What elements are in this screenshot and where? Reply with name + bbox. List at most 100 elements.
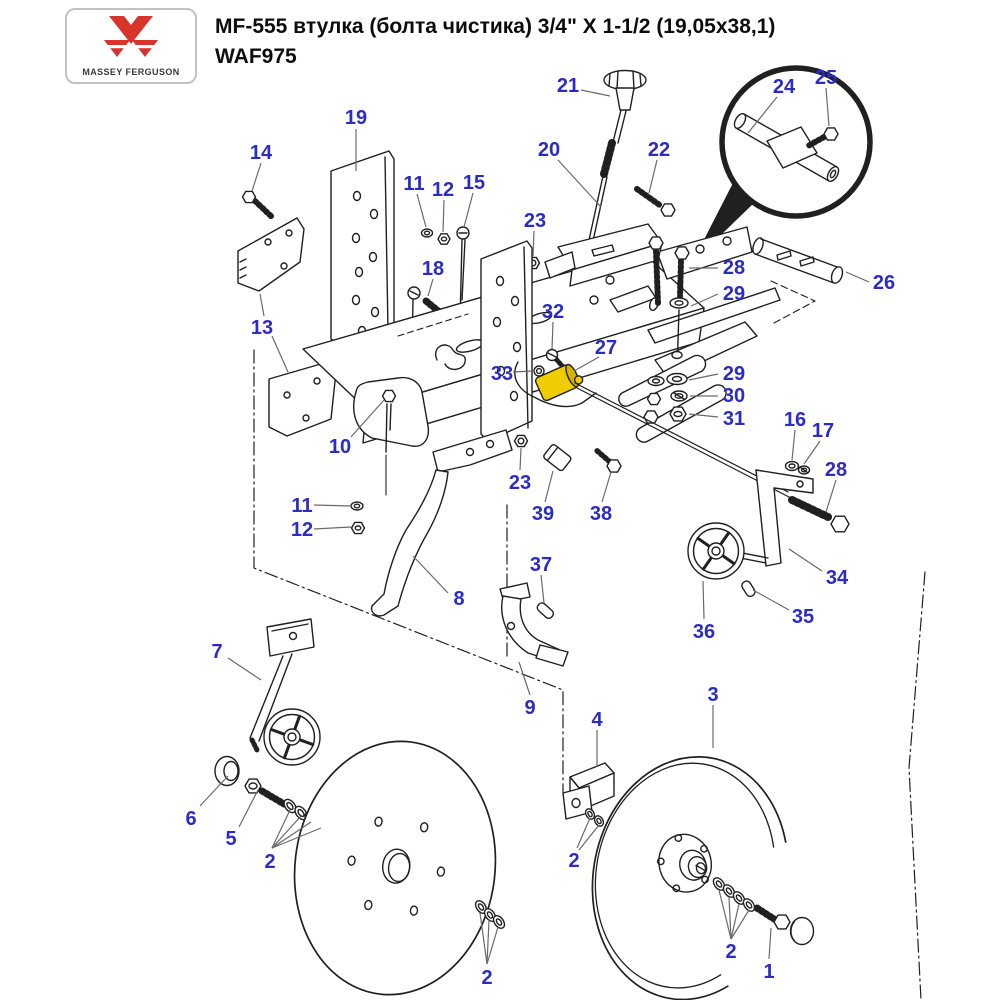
leader-line-5 xyxy=(238,789,259,828)
part-28-bolt-right xyxy=(788,496,850,533)
leader-line-32 xyxy=(551,321,554,350)
callout-6: 6 xyxy=(185,808,196,830)
part-12-nut-upper xyxy=(437,233,451,245)
frame-hook xyxy=(435,344,466,371)
part-24-handle-pin xyxy=(733,113,840,182)
leader-line-36 xyxy=(702,580,705,620)
part-23-nut-lower xyxy=(513,434,529,448)
leader-line-31 xyxy=(688,413,719,418)
callout-1: 1 xyxy=(763,961,774,983)
title-line-2: WAF975 xyxy=(215,45,297,68)
leader-line-14 xyxy=(251,162,262,192)
center-plate xyxy=(480,240,533,442)
leader-line-2 xyxy=(728,896,732,940)
leader-line-9 xyxy=(518,661,531,696)
leader-line-2 xyxy=(578,824,600,851)
callout-11: 11 xyxy=(403,173,424,195)
leader-line-2 xyxy=(576,817,591,849)
part-1-bolt-and-cap xyxy=(753,904,815,946)
callout-21: 21 xyxy=(557,75,579,97)
title-line-1: MF-555 втулка (болта чистика) 3/4" X 1-1… xyxy=(215,15,776,38)
leader-line-2 xyxy=(486,926,499,965)
leader-line-24 xyxy=(747,96,778,134)
part-6-cap xyxy=(214,755,240,787)
leader-line-2 xyxy=(271,809,291,849)
part-29-washer-top xyxy=(669,297,689,309)
callout-27: 27 xyxy=(595,337,617,359)
callout-38: 38 xyxy=(590,503,612,525)
callout-29: 29 xyxy=(723,283,745,305)
part-17-locknut xyxy=(797,465,811,475)
part-5-nut-stud xyxy=(244,778,288,808)
leader-line-27 xyxy=(573,356,600,372)
callout-31: 31 xyxy=(723,408,745,430)
leader-line-13 xyxy=(259,293,265,317)
part-7-arm xyxy=(249,618,315,755)
callout-28: 28 xyxy=(723,257,745,279)
callout-23: 23 xyxy=(524,210,546,232)
callout-3: 3 xyxy=(707,684,718,706)
massey-ferguson-emblem xyxy=(104,16,158,57)
page-title: MF-555 втулка (болта чистика) 3/4" X 1-1… xyxy=(215,12,875,72)
part-39-clamp xyxy=(543,444,572,472)
leader-line-2 xyxy=(479,912,488,965)
scraper-rod xyxy=(574,382,790,498)
leader-line-25 xyxy=(825,87,830,127)
part-14-bolt xyxy=(241,190,275,220)
leader-line-35 xyxy=(752,589,790,611)
leader-line-29 xyxy=(688,373,719,381)
frame-right-bar xyxy=(647,287,781,344)
rod-mount-bracket xyxy=(544,223,663,287)
disc-left xyxy=(293,740,497,996)
leader-line-12 xyxy=(313,526,352,530)
part-37-pin xyxy=(536,602,555,620)
part-10-bolt-bracket xyxy=(353,376,430,496)
callout-23: 23 xyxy=(509,472,531,494)
callout-36: 36 xyxy=(693,621,715,643)
callout-2: 2 xyxy=(568,850,579,872)
part-19-bracket-plate xyxy=(330,150,395,347)
part-3-disc xyxy=(591,756,787,1000)
callout-19: 19 xyxy=(345,107,367,129)
part-9-clamp xyxy=(499,582,569,667)
callout-2: 2 xyxy=(481,967,492,989)
part-25-bolt xyxy=(805,127,839,149)
callout-10: 10 xyxy=(329,436,351,458)
leader-line-7 xyxy=(227,657,262,681)
callout-33: 33 xyxy=(491,363,513,385)
leader-line-34 xyxy=(788,548,823,572)
leader-line-33 xyxy=(512,370,534,373)
leader-line-13 xyxy=(271,335,289,373)
callout-20: 20 xyxy=(538,139,560,161)
callout-17: 17 xyxy=(812,420,834,442)
part-36-gauge-wheel xyxy=(687,522,769,580)
part-28-bolts-top xyxy=(648,236,690,373)
part-34-bracket xyxy=(755,469,814,567)
callout-11: 11 xyxy=(291,495,312,517)
callout-12: 12 xyxy=(432,179,454,201)
leader-line-2 xyxy=(730,909,750,940)
leader-line-28 xyxy=(825,479,837,513)
hub-right xyxy=(656,833,713,893)
brand-name: MASSEY FERGUSON xyxy=(82,67,180,77)
magnifier-detail xyxy=(692,65,873,263)
part-33-nut xyxy=(533,365,545,377)
leader-line-26 xyxy=(845,271,870,283)
callout-26: 26 xyxy=(873,272,895,294)
leader-line-2 xyxy=(486,919,490,965)
leader-line-2 xyxy=(271,827,322,849)
leader-line-2 xyxy=(730,903,740,940)
callout-14: 14 xyxy=(250,142,273,164)
callout-4: 4 xyxy=(591,709,603,731)
callout-9: 9 xyxy=(524,697,535,719)
callout-16: 16 xyxy=(784,409,806,431)
part-12-nut-lower xyxy=(350,521,366,535)
callout-37: 37 xyxy=(530,554,552,576)
callout-25: 25 xyxy=(815,67,837,89)
part-13-plate-upper xyxy=(237,217,305,292)
leader-line-21 xyxy=(580,89,611,97)
callout-2: 2 xyxy=(725,941,736,963)
part-21-knob xyxy=(603,69,647,111)
